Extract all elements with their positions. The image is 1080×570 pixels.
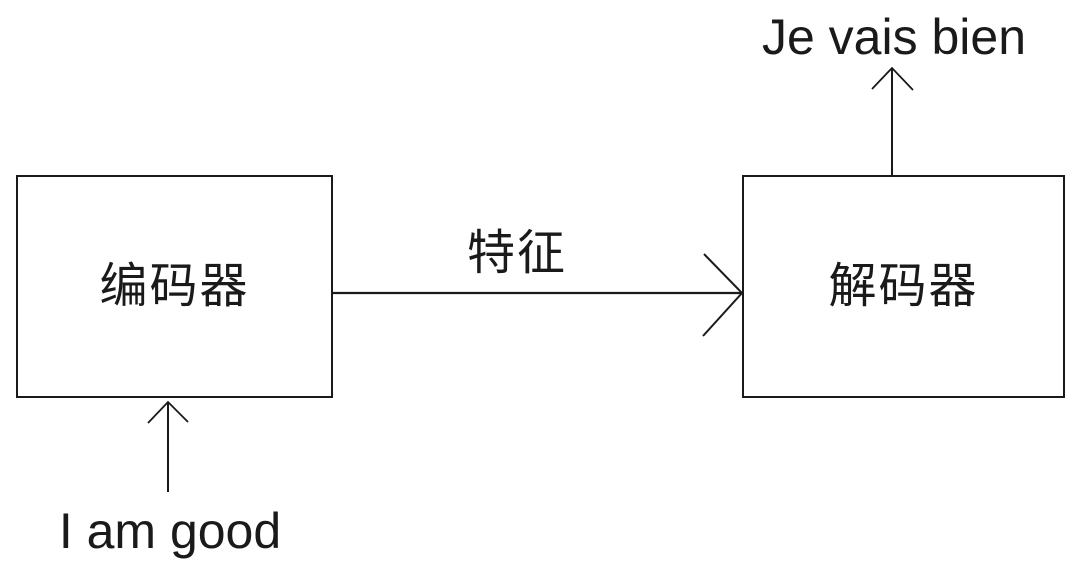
input-text: I am good (58, 503, 282, 559)
decoder-box: 解码器 (742, 175, 1065, 398)
output-text: Je vais bien (761, 9, 1027, 65)
decoder-label: 解码器 (828, 259, 979, 313)
encoder-box: 编码器 (16, 175, 333, 398)
feature-label: 特征 (466, 227, 568, 280)
input-arrow (147, 400, 189, 492)
output-arrow (871, 66, 914, 175)
encoder-label: 编码器 (99, 259, 250, 313)
